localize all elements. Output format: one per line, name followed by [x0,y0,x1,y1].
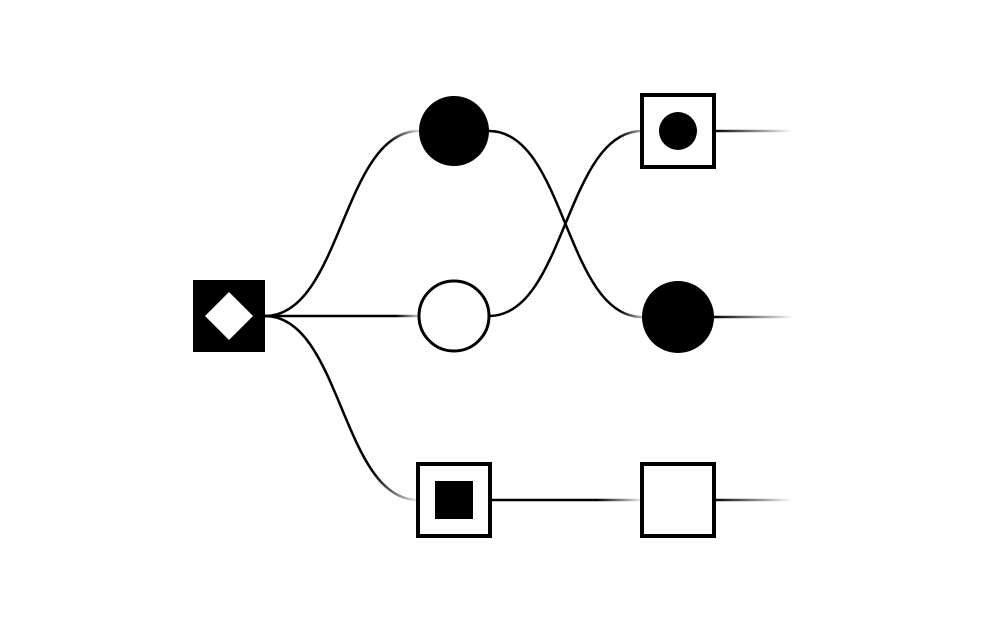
filled-square-icon [435,481,473,519]
open-square-node-with-filled-square [416,462,492,538]
open-square-node-with-filled-dot [640,93,716,169]
edge-root-to-mid-bot [264,314,419,502]
filled-circle-node-right [642,281,714,353]
filled-circle-node-top-outline [419,96,489,166]
filled-dot-icon [659,112,697,150]
filled-circle-node-right-outline [642,281,714,353]
open-square-node-empty-outline [640,462,716,538]
filled-circle-node-top [419,96,489,166]
root-node-black-square-white-diamond [193,280,265,352]
edge-mid-mid-to-end-top [488,129,643,318]
open-circle-node-middle [417,279,491,353]
open-circle-node-middle-outline [417,279,491,353]
white-diamond-icon [205,292,253,340]
edge-root-to-mid-top [264,129,420,318]
open-square-node-empty [640,462,716,538]
